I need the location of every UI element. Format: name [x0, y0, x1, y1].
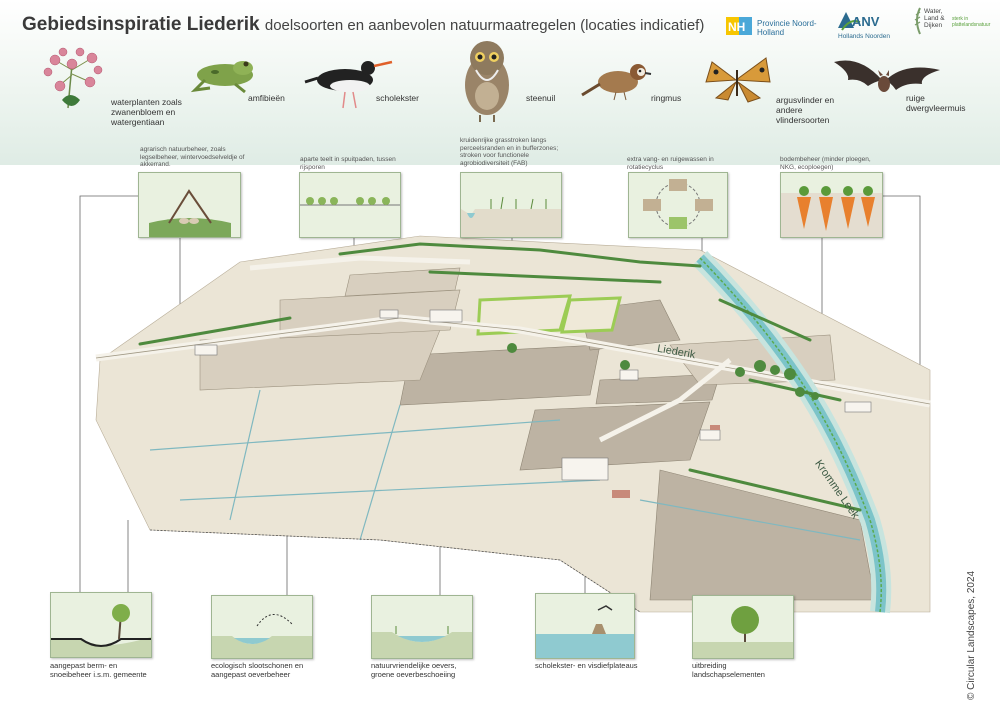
- bat-icon: [834, 60, 940, 92]
- measure-card-slootschonen: [211, 595, 313, 659]
- title-subtitle: doelsoorten en aanbevolen natuurmaatrege…: [264, 17, 705, 34]
- measure-card-berm: [50, 592, 152, 658]
- measure-card-grasstroken: [460, 172, 562, 238]
- measure-card-oevers: [371, 595, 473, 659]
- provincie-name: Provincie Noord-Holland: [757, 19, 817, 37]
- grass-strip-icon: [461, 196, 561, 237]
- measure-caption-grasstroken: kruidenrijke grasstroken langs perceelsr…: [460, 137, 559, 167]
- wheat-icon: [914, 7, 921, 35]
- measure-caption-plateaus: scholekster- en visdiefplateaus: [535, 661, 638, 670]
- measure-caption-akkerrand: agrarisch natuurbeheer, zoals legselbehe…: [140, 146, 245, 168]
- tree-icon: [693, 606, 793, 658]
- oystercatcher-icon: [304, 60, 393, 109]
- species-label-waterplanten: waterplanten zoals zwanenbloem en waterg…: [111, 97, 182, 127]
- copyright: © Circular Landscapes, 2024: [966, 570, 977, 700]
- verge-icon: [51, 604, 151, 657]
- wld-title: Water, Land & Dijken: [924, 8, 945, 29]
- wld-logo: Water, Land & Dijken sterk in platteland…: [912, 6, 990, 41]
- farm-roofs: [612, 425, 720, 498]
- species-label-vleermuis: ruige dwergvleermuis: [906, 93, 966, 113]
- measure-card-landschapselementen: [692, 595, 794, 659]
- species-label-ringmus: ringmus: [651, 93, 682, 103]
- plateau-icon: [536, 605, 634, 658]
- measure-card-akkerrand: [138, 172, 241, 238]
- nh-logo-icon: NH: [726, 17, 752, 35]
- measure-card-bodembeheer: [780, 172, 883, 238]
- carrot-icon: [781, 186, 882, 237]
- measure-card-spuitpaden: [299, 172, 401, 238]
- fence-line: [149, 529, 641, 613]
- hay-shelter-icon: [149, 189, 231, 237]
- crop-rotation-icon: [643, 179, 713, 229]
- measure-caption-bodembeheer: bodembeheer (minder ploegen, NKG, ecoplo…: [780, 156, 871, 171]
- butterfly-icon: [705, 57, 771, 103]
- frog-icon: [190, 61, 253, 94]
- measure-card-plateaus: [535, 593, 635, 659]
- anv-name: Hollands Noorden: [838, 33, 891, 40]
- svg-text:NH: NH: [728, 20, 745, 34]
- trees: [507, 343, 819, 400]
- measure-caption-berm: aangepast berm- en snoeibeheer i.s.m. ge…: [50, 661, 147, 679]
- measure-caption-spuitpaden: aparte teelt in spuitpaden, tussen rijsp…: [300, 156, 396, 171]
- measure-caption-landschapselementen: uitbreiding landschapselementen: [692, 661, 765, 679]
- ditches: [149, 389, 861, 541]
- anv-logo-icon: ANV: [838, 12, 880, 31]
- species-label-argusvlinder: argusvlinder en andere vlindersoorten: [776, 95, 835, 125]
- flower-icon: [43, 47, 103, 109]
- wld-tagline: sterk in plattelandsnatuur: [952, 16, 991, 28]
- fab-fields: [476, 294, 622, 336]
- page-title: Gebiedsinspiratie Liederik doelsoorten e…: [22, 14, 704, 36]
- species-label-steenuil: steenuil: [526, 93, 556, 103]
- measure-card-vanggewassen: [628, 172, 728, 238]
- measure-caption-slootschonen: ecologisch slootschonen en aangepast oev…: [211, 661, 304, 679]
- species-illustrations: [43, 41, 940, 122]
- dark-fields: [399, 299, 876, 601]
- farm-buildings: [194, 309, 872, 481]
- measure-caption-vanggewassen: extra vang- en ruigewassen in rotatiecyc…: [627, 156, 714, 171]
- riverbank-icon: [372, 626, 472, 658]
- crop-rows-icon: [300, 197, 400, 206]
- measure-caption-oevers: natuurvriendelijke oevers, groene oeverb…: [371, 661, 457, 679]
- species-label-scholekster: scholekster: [376, 93, 419, 103]
- anv-logo: ANV Hollands Noorden: [836, 8, 890, 40]
- anv-mark: ANV: [852, 14, 880, 29]
- sparrow-icon: [581, 64, 652, 101]
- ditch-cleaning-icon: [212, 614, 312, 658]
- owl-icon: [465, 41, 509, 122]
- north-road: [249, 255, 471, 271]
- side-road: [598, 358, 732, 443]
- species-label-amfibieen: amfibieën: [248, 93, 285, 103]
- title-main: Gebiedsinspiratie Liederik: [22, 14, 260, 35]
- provincie-logo: NH Provincie Noord-Holland: [726, 15, 817, 42]
- hedges: [138, 242, 862, 512]
